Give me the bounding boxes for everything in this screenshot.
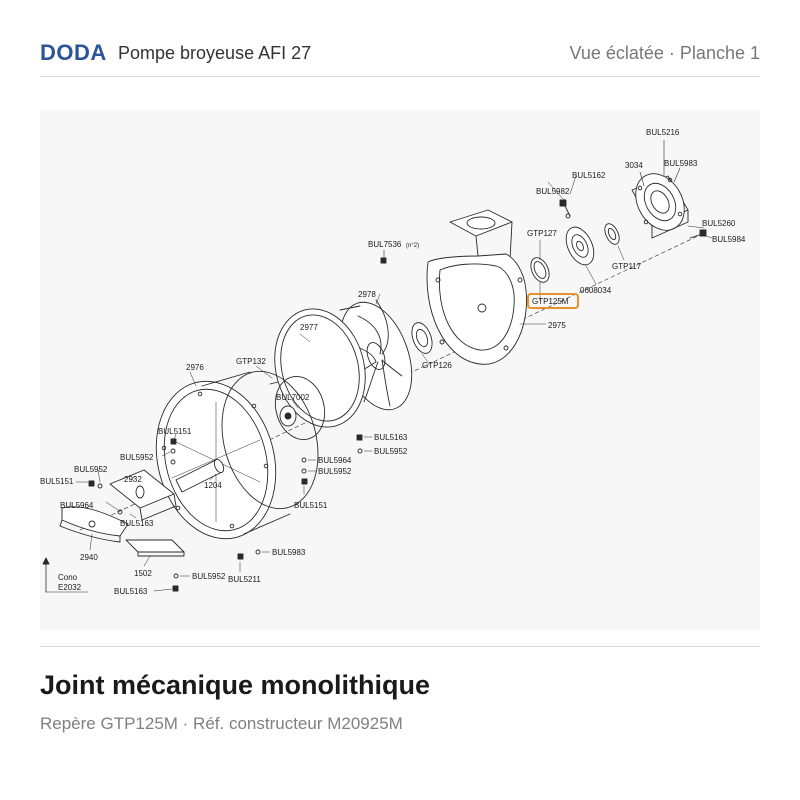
- label-bul5952-c[interactable]: BUL5952: [318, 467, 352, 476]
- seal-ring-gtp117[interactable]: [602, 221, 622, 246]
- label-bul5982[interactable]: BUL5982: [536, 187, 570, 196]
- label-bul5952-d[interactable]: BUL5952: [74, 465, 108, 474]
- label-e2032: E2032: [58, 583, 82, 592]
- blade-2940[interactable]: [59, 506, 129, 543]
- section-divider: [40, 646, 760, 647]
- label-2932[interactable]: 2932: [124, 475, 142, 484]
- label-bul7536-note: (n°2): [406, 243, 419, 249]
- ring-gtp126[interactable]: [408, 320, 436, 356]
- label-1502[interactable]: 1502: [134, 569, 152, 578]
- label-gtp127[interactable]: GTP127: [527, 229, 557, 238]
- label-bul5163-c[interactable]: BUL5163: [114, 587, 148, 596]
- brand-logo[interactable]: DODA: [40, 40, 107, 65]
- volute-housing-2975[interactable]: [426, 209, 527, 365]
- label-bul5952-e[interactable]: BUL5952: [192, 572, 226, 581]
- label-bul5964-b[interactable]: BUL5964: [60, 501, 94, 510]
- cono-reference-arrow: [42, 557, 89, 593]
- label-bul7536[interactable]: BUL7536: [368, 240, 402, 249]
- label-bul5216[interactable]: BUL5216: [646, 128, 680, 137]
- plate-1502[interactable]: [125, 539, 185, 557]
- label-2940[interactable]: 2940: [80, 553, 98, 562]
- label-bul5952-a[interactable]: BUL5952: [120, 453, 154, 462]
- label-bul5260[interactable]: BUL5260: [702, 219, 736, 228]
- label-bul5151-c[interactable]: BUL5151: [40, 477, 74, 486]
- label-bul7002[interactable]: BUL7002: [276, 393, 310, 402]
- o-ring-gtp127[interactable]: [527, 255, 552, 285]
- product-name: Pompe broyeuse AFI 27: [118, 43, 312, 63]
- leader-lines: [75, 175, 713, 592]
- label-bul5163-a[interactable]: BUL5163: [374, 433, 408, 442]
- label-3034[interactable]: 3034: [625, 161, 643, 170]
- drum-2977[interactable]: [262, 299, 378, 445]
- label-2977[interactable]: 2977: [300, 323, 318, 332]
- bolt-bul5260[interactable]: [689, 229, 707, 239]
- label-0608034[interactable]: 0608034: [580, 286, 612, 295]
- shaft-1204[interactable]: [175, 458, 226, 493]
- stud-bul7536[interactable]: [380, 249, 387, 264]
- label-bul5151-b[interactable]: BUL5151: [294, 501, 328, 510]
- label-gtp126[interactable]: GTP126: [422, 361, 452, 370]
- label-bul5163-b[interactable]: BUL5163: [120, 519, 154, 528]
- label-bul5983-top[interactable]: BUL5983: [664, 159, 698, 168]
- selected-part-reference: Repère GTP125M · Réf. constructeur M2092…: [40, 714, 403, 733]
- label-2975[interactable]: 2975: [548, 321, 566, 330]
- label-bul5952-b[interactable]: BUL5952: [374, 447, 408, 456]
- label-bul5151-a[interactable]: BUL5151: [158, 427, 192, 436]
- label-gtp125m[interactable]: GTP125M: [532, 297, 569, 306]
- label-gtp132[interactable]: GTP132: [236, 357, 266, 366]
- part-3034-flange[interactable]: [626, 165, 694, 239]
- exploded-view-diagram: BUL5216 3034 BUL5983 BUL5162 BUL5982 BUL…: [40, 110, 760, 630]
- selected-part-title: Joint mécanique monolithique: [40, 670, 431, 700]
- label-gtp117[interactable]: GTP117: [612, 262, 642, 271]
- page-header: DODA Pompe broyeuse AFI 27 Vue éclatée ·…: [40, 32, 760, 77]
- label-bul5983-bottom[interactable]: BUL5983: [272, 548, 306, 557]
- screw-bul5162[interactable]: [559, 199, 571, 219]
- label-bul5162[interactable]: BUL5162: [572, 171, 606, 180]
- part-labels: BUL5216 3034 BUL5983 BUL5162 BUL5982 BUL…: [40, 128, 746, 596]
- label-2976[interactable]: 2976: [186, 363, 204, 372]
- label-2978[interactable]: 2978: [358, 290, 376, 299]
- label-bul5984[interactable]: BUL5984: [712, 235, 746, 244]
- fasteners: [88, 434, 363, 592]
- bearing-cover-0608034[interactable]: [561, 223, 600, 269]
- label-cono: Cono: [58, 573, 78, 582]
- label-bul5964-a[interactable]: BUL5964: [318, 456, 352, 465]
- label-bul5211[interactable]: BUL5211: [228, 575, 261, 584]
- sheet-indicator: Vue éclatée · Planche 1: [569, 43, 760, 63]
- label-1204[interactable]: 1204: [204, 481, 222, 490]
- bracket-2932[interactable]: [109, 469, 177, 521]
- exploded-view-svg: BUL5216 3034 BUL5983 BUL5162 BUL5982 BUL…: [40, 128, 746, 596]
- highlight-box-gtp125m: [527, 293, 579, 309]
